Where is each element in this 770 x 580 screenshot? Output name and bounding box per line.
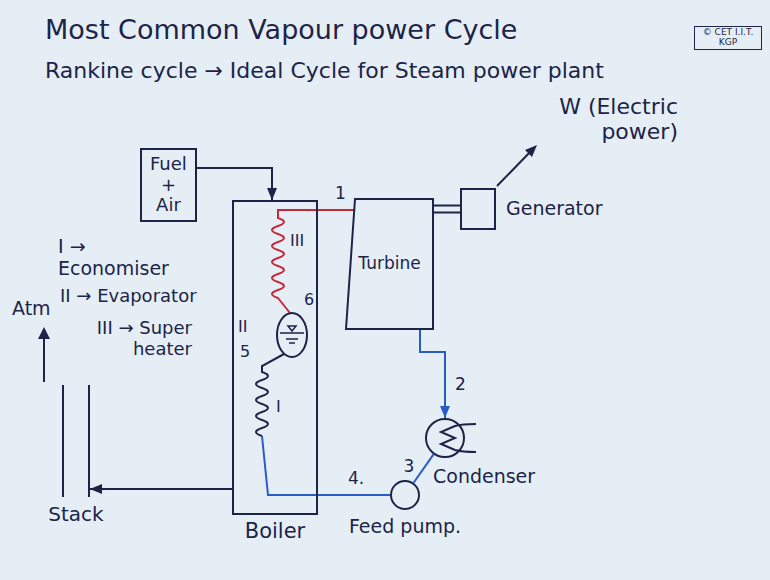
arrow-head [440, 406, 450, 418]
cooling-water-coil [441, 424, 476, 452]
state-number: 1 [333, 184, 348, 204]
arrow-head [267, 188, 277, 200]
arrow-head [90, 484, 102, 494]
state-number: 2 [453, 375, 468, 395]
feedwater-pipe [262, 436, 318, 495]
fuel-air-box: Fuel + Air [140, 148, 197, 222]
circle-outline [391, 481, 419, 509]
condenser-symbol: Condenser [425, 418, 465, 458]
turbine-outline [346, 199, 433, 329]
pipe-line [318, 494, 390, 496]
pipe-line [90, 488, 232, 490]
node-label: Condenser [433, 466, 535, 488]
node-outline [62, 385, 90, 497]
arrow-head [525, 145, 537, 157]
shaft-line [434, 212, 460, 214]
connector [420, 330, 450, 418]
connector [90, 484, 232, 494]
node-label: Fuel + Air [150, 154, 187, 216]
boiler-internals [256, 210, 318, 495]
turbine-symbol: Turbine [345, 198, 434, 330]
legend-note: III → Super heater [62, 318, 192, 359]
output-label: W (Electric power) [500, 94, 678, 145]
legend-note: II → Evaporator [60, 286, 197, 307]
state-number: 5 [240, 343, 250, 361]
circle-outline [426, 419, 464, 457]
subtitle-text: Rankine cycle → Ideal Cycle for Steam po… [45, 58, 604, 83]
pipe-line [197, 168, 272, 200]
power-output-arrow [497, 148, 534, 186]
exhaust-arrow [43, 334, 45, 382]
atmosphere-label: Atm [12, 298, 51, 320]
legend-note: I → Economiser [58, 236, 178, 280]
pipe-line [318, 209, 355, 211]
steam-drum [277, 313, 307, 357]
state-number: 6 [304, 291, 314, 309]
section-number: I [276, 398, 281, 416]
node-label: Stack [48, 503, 103, 526]
node-label: Boiler [245, 519, 305, 543]
connector [197, 168, 277, 200]
node-label: Turbine [358, 254, 420, 274]
state-number: 3 [402, 457, 417, 477]
node-outline [390, 480, 420, 510]
node-outline [425, 418, 465, 458]
section-number: III [290, 232, 304, 250]
chimney-outline [63, 385, 89, 497]
shaft-line [434, 205, 460, 207]
state-number: 4. [346, 469, 366, 489]
watermark: © CET I.I.T. KGP [694, 26, 762, 50]
connector [414, 454, 434, 482]
stack-chimney: Stack [62, 385, 90, 497]
feed-pump-symbol: Feed pump. [390, 480, 420, 510]
pipe-line [414, 454, 434, 482]
superheater-coil [272, 210, 318, 313]
arrow-head [38, 327, 50, 339]
connector [318, 495, 390, 496]
title-text: Most Common Vapour power Cycle [45, 14, 517, 45]
economiser-coil [256, 354, 284, 436]
pipe-line [420, 330, 445, 418]
section-number: II [238, 318, 247, 336]
connector [318, 210, 355, 211]
node-label: Feed pump. [349, 516, 461, 538]
connector [434, 206, 460, 213]
generator-box: Generator [460, 188, 496, 230]
boiler-box: Boiler [232, 200, 318, 515]
water-level-mark [280, 326, 304, 343]
node-label: Generator [506, 198, 602, 220]
